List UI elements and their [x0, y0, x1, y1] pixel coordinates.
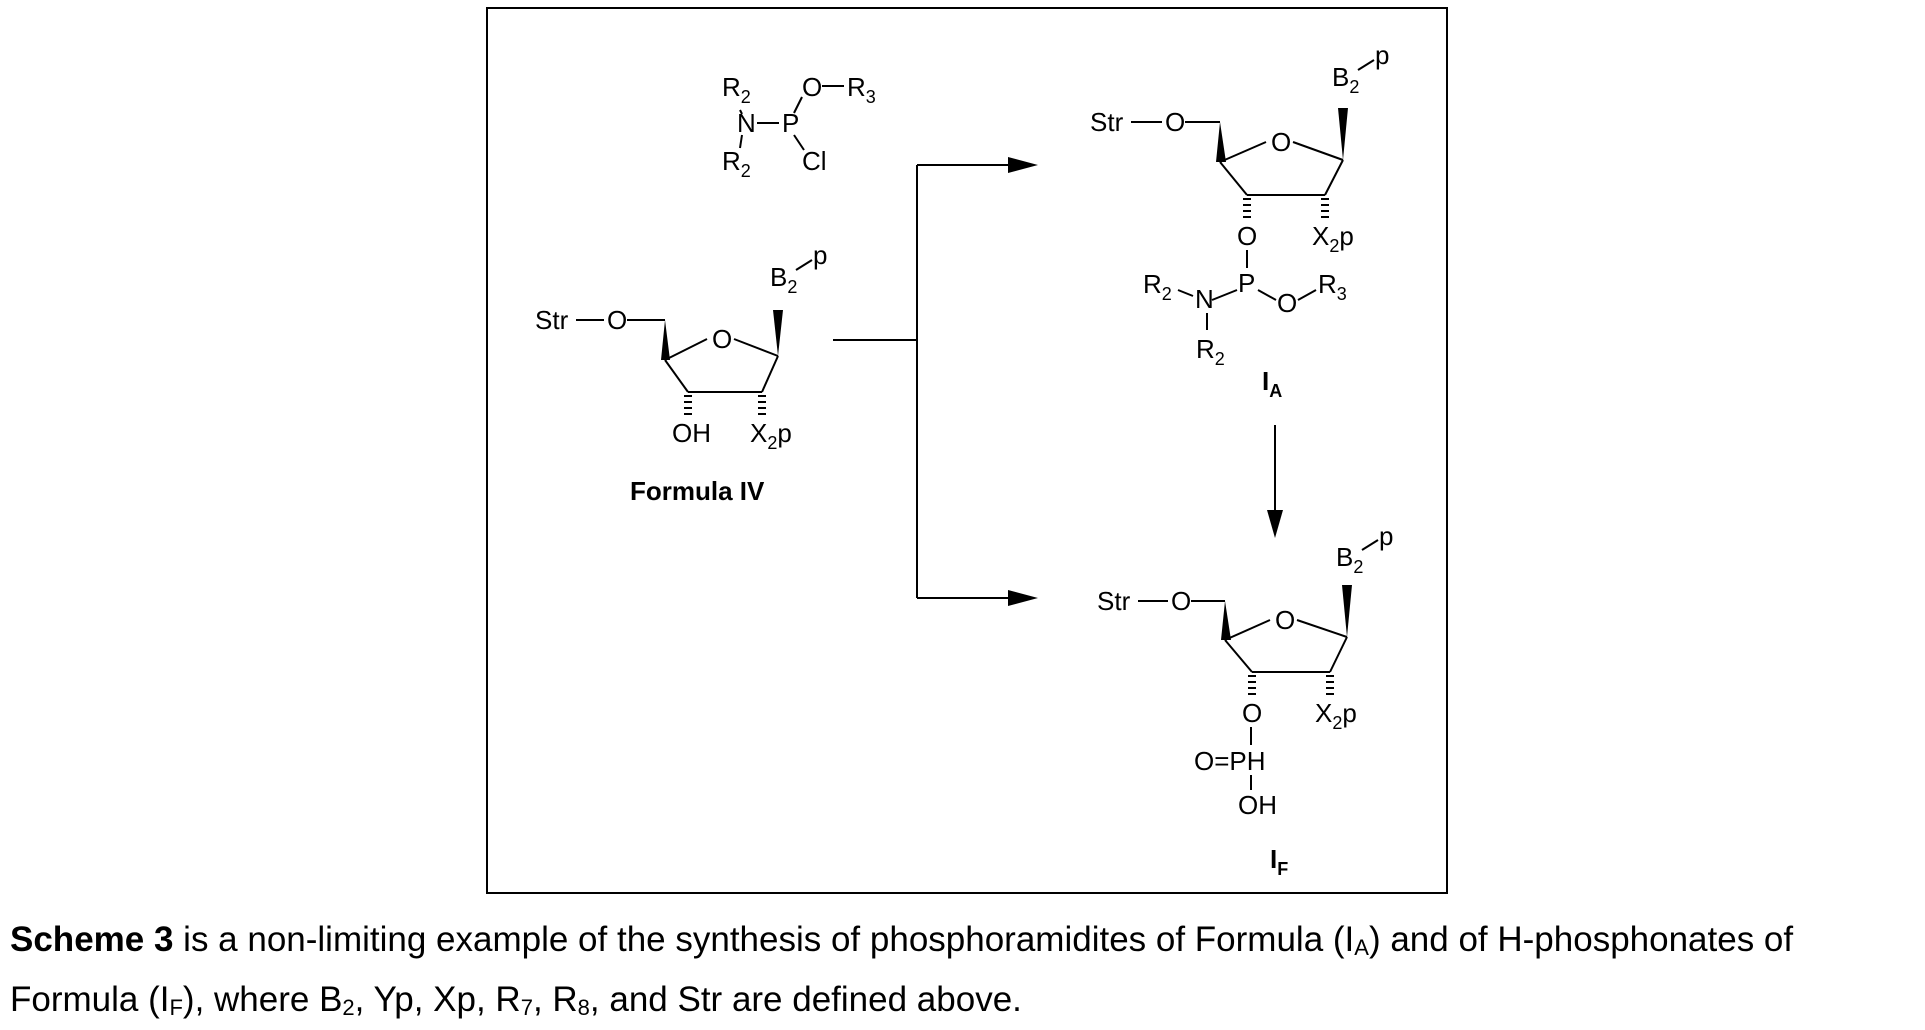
svg-text:P: P [782, 108, 799, 138]
caption-s4: 7 [521, 995, 533, 1020]
scheme-caption: Scheme 3 is a non-limiting example of th… [10, 910, 1920, 1030]
svg-text:B2: B2 [1332, 62, 1359, 97]
svg-text:X2p: X2p [1312, 221, 1354, 256]
svg-text:O: O [802, 72, 822, 102]
arrow-head-bottom [1008, 590, 1038, 606]
svg-text:B2: B2 [770, 262, 797, 297]
caption-t1: is a non-limiting example of the synthes… [173, 920, 1354, 959]
svg-text:R3: R3 [1318, 269, 1347, 304]
product-if-structure: Str O O B2 p O X2p O=PH OH IF [1097, 521, 1393, 879]
caption-bold: Scheme 3 [10, 920, 173, 959]
svg-text:O: O [1165, 107, 1185, 137]
caption-s1: A [1354, 935, 1369, 960]
svg-text:O: O [712, 324, 732, 354]
caption-t2: ) and of H-phosphonates of [1369, 920, 1793, 959]
svg-text:B2: B2 [1336, 542, 1363, 577]
svg-text:O: O [1242, 698, 1262, 728]
svg-text:R2: R2 [1196, 334, 1225, 369]
svg-text:Cl: Cl [802, 146, 827, 176]
svg-text:N: N [737, 108, 756, 138]
reaction-arrows [833, 165, 1275, 598]
caption-t6: , R [533, 980, 578, 1019]
svg-text:O: O [1275, 605, 1295, 635]
formula-iv-structure: Str O O B2 p OH X2p Formula IV [535, 240, 827, 506]
caption-t5: , Yp, Xp, R [355, 980, 521, 1019]
arrow-head-down [1267, 510, 1283, 538]
svg-text:Str: Str [1090, 107, 1124, 137]
svg-text:OH: OH [672, 418, 711, 448]
caption-s3: 2 [342, 995, 354, 1020]
svg-text:p: p [1375, 40, 1389, 70]
svg-text:p: p [813, 240, 827, 270]
caption-s5: 8 [578, 995, 590, 1020]
caption-s2: F [169, 995, 182, 1020]
svg-text:P: P [1238, 268, 1255, 298]
caption-t7: , and Str are defined above. [590, 980, 1022, 1019]
svg-text:N: N [1195, 284, 1214, 314]
svg-text:Str: Str [535, 305, 569, 335]
svg-text:R3: R3 [847, 72, 876, 107]
caption-t4: ), where B [183, 980, 343, 1019]
svg-text:IA: IA [1262, 366, 1282, 401]
svg-text:O: O [607, 305, 627, 335]
svg-text:OH: OH [1238, 790, 1277, 820]
caption-t3: Formula (I [10, 980, 169, 1019]
svg-text:IF: IF [1270, 844, 1288, 879]
svg-text:R2: R2 [722, 72, 751, 107]
arrow-head-top [1008, 157, 1038, 173]
svg-text:p: p [1379, 521, 1393, 551]
svg-text:O: O [1271, 127, 1291, 157]
svg-text:Str: Str [1097, 586, 1131, 616]
svg-text:R2: R2 [1143, 269, 1172, 304]
svg-text:X2p: X2p [1315, 698, 1357, 733]
svg-text:R2: R2 [722, 146, 751, 181]
svg-text:X2p: X2p [750, 418, 792, 453]
svg-text:Formula IV: Formula IV [630, 476, 765, 506]
svg-text:O: O [1237, 221, 1257, 251]
reagent-structure: R2 N P R2 O R3 Cl [722, 72, 876, 181]
product-ia-structure: Str O O B2 p O X2p P N R2 R2 O R3 [1090, 40, 1389, 401]
svg-text:O: O [1277, 288, 1297, 318]
svg-text:O=PH: O=PH [1194, 746, 1266, 776]
scheme-frame [487, 8, 1447, 893]
svg-text:O: O [1171, 586, 1191, 616]
